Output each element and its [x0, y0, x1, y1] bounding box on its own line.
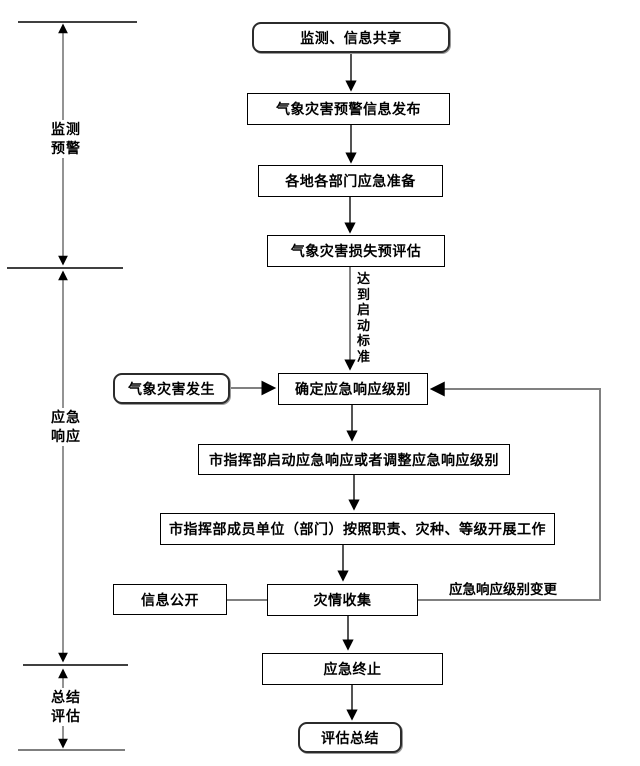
node-warning-release: 气象灾害预警信息发布	[247, 93, 450, 125]
phase-label-monitoring: 监测 预警	[40, 120, 92, 158]
node-loss-preassessment: 气象灾害损失预评估	[267, 235, 445, 267]
label-response-level-change: 应急响应级别变更	[443, 578, 563, 598]
node-start-or-adjust-response: 市指挥部启动应急响应或者调整应急响应级别	[198, 444, 510, 475]
node-dept-preparation: 各地各部门应急准备	[258, 165, 443, 197]
label-reach-startup-standard: 达到启动标准	[356, 271, 371, 364]
node-disaster-info-collection: 灾情收集	[267, 584, 418, 616]
node-info-disclosure: 信息公开	[113, 584, 227, 615]
node-emergency-termination: 应急终止	[262, 653, 443, 685]
node-disaster-occurs: 气象灾害发生	[113, 373, 230, 404]
arrow-level-change-feedback	[418, 381, 601, 601]
node-members-carry-out-work: 市指挥部成员单位（部门）按照职责、灾种、等级开展工作	[160, 513, 555, 545]
node-monitor-share: 监测、信息共享	[252, 22, 450, 53]
node-evaluation-summary: 评估总结	[298, 722, 402, 753]
phase-label-response: 应急 响应	[40, 408, 92, 446]
phase-label-summary: 总结 评估	[40, 688, 92, 726]
node-determine-level: 确定应急响应级别	[278, 373, 428, 405]
